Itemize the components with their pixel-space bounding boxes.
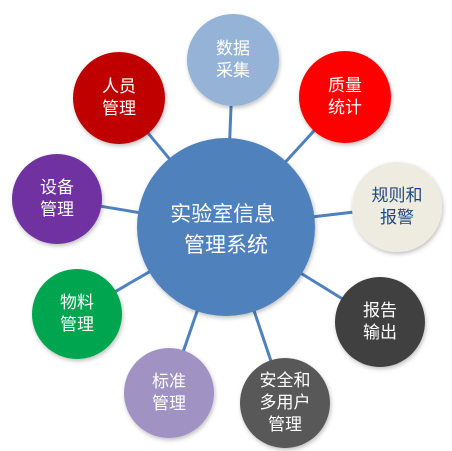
node-standards-management: 标准管理 xyxy=(124,348,214,438)
node-label-line: 输出 xyxy=(363,323,397,343)
connector-materials-management xyxy=(110,268,155,295)
node-report-output: 报告输出 xyxy=(335,277,425,367)
node-label-personnel-management: 人员管理 xyxy=(102,77,136,119)
connector-standards-management xyxy=(180,305,200,356)
node-label-line: 人员 xyxy=(102,77,136,97)
connector-report-output xyxy=(296,270,347,302)
node-circle-report-output xyxy=(335,277,425,367)
node-label-line: 规则和 xyxy=(372,186,423,206)
node-label-rules-alerts: 规则和报警 xyxy=(372,186,423,228)
node-label-line: 采集 xyxy=(216,61,250,81)
node-circle-data-collection xyxy=(187,14,279,106)
node-circle-equipment-management xyxy=(12,154,102,244)
node-label-line: 质量 xyxy=(328,76,362,96)
connectors xyxy=(95,100,358,366)
node-label-line: 报警 xyxy=(380,208,414,228)
node-rules-alerts: 规则和报警 xyxy=(352,162,442,252)
node-label-security-multiuser: 安全和多用户管理 xyxy=(260,371,311,435)
node-circle-standards-management xyxy=(124,348,214,438)
node-label-line: 物料 xyxy=(60,293,94,313)
node-label-line: 管理 xyxy=(40,200,74,220)
connector-equipment-management xyxy=(95,204,144,215)
node-label-standards-management: 标准管理 xyxy=(152,372,186,414)
node-label-line: 统计 xyxy=(328,98,362,118)
node-label-report-output: 报告输出 xyxy=(363,301,397,343)
node-label-line: 管理 xyxy=(60,315,94,335)
node-data-collection: 数据采集 xyxy=(187,14,279,106)
connector-quality-stats xyxy=(281,126,319,166)
node-label-equipment-management: 设备管理 xyxy=(40,178,74,220)
node-quality-stats: 质量统计 xyxy=(299,51,391,143)
node-label-line: 报告 xyxy=(363,301,397,321)
node-circle-personnel-management xyxy=(73,52,165,144)
node-label-line: 设备 xyxy=(40,178,74,198)
node-personnel-management: 人员管理 xyxy=(73,52,165,144)
center-label: 实验室信息 管理系统 xyxy=(170,202,282,257)
connector-rules-alerts xyxy=(308,210,358,219)
connector-data-collection xyxy=(228,100,233,144)
node-label-line: 标准 xyxy=(152,372,186,392)
node-circle-rules-alerts xyxy=(352,162,442,252)
center-node: 实验室信息 管理系统 xyxy=(137,138,315,316)
node-label-line: 安全和 xyxy=(260,371,311,391)
node-label-quality-stats: 质量统计 xyxy=(328,76,362,118)
node-circle-security-multiuser xyxy=(240,358,330,448)
node-label-data-collection: 数据采集 xyxy=(216,39,250,81)
connector-security-multiuser xyxy=(251,306,274,366)
connector-personnel-management xyxy=(144,128,174,164)
node-circle-quality-stats xyxy=(299,51,391,143)
center-circle xyxy=(137,138,315,316)
center-label-line-2: 管理系统 xyxy=(184,233,268,257)
center-label-line-1: 实验室信息 xyxy=(170,202,275,226)
node-security-multiuser: 安全和多用户管理 xyxy=(240,358,330,448)
node-materials-management: 物料管理 xyxy=(32,269,122,359)
node-label-line: 管理 xyxy=(152,394,186,414)
node-label-line: 数据 xyxy=(216,39,250,59)
node-label-line: 管理 xyxy=(102,99,136,119)
node-equipment-management: 设备管理 xyxy=(12,154,102,244)
node-label-line: 多用户 xyxy=(260,393,311,413)
node-label-materials-management: 物料管理 xyxy=(60,293,94,335)
node-circle-materials-management xyxy=(32,269,122,359)
node-label-line: 管理 xyxy=(268,415,302,435)
satellite-nodes: 数据采集质量统计规则和报警报告输出安全和多用户管理标准管理物料管理设备管理人员管… xyxy=(12,14,442,448)
